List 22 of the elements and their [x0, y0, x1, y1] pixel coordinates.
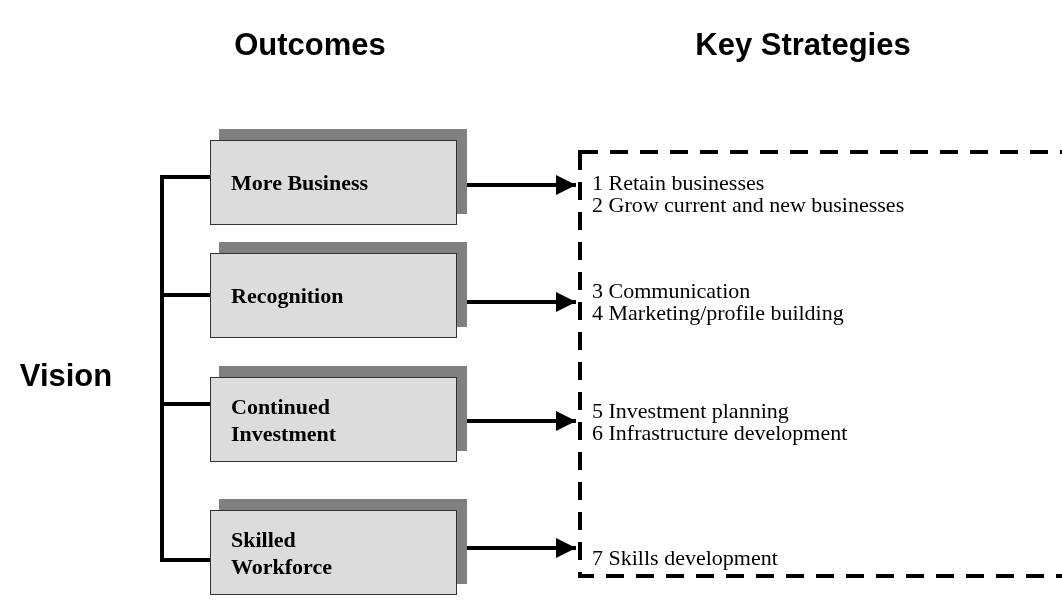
column-heading: Outcomes	[234, 27, 386, 63]
outcome-label: Continued Investment	[231, 392, 338, 447]
arrow	[467, 411, 576, 431]
strategy-item: 3 Communication	[592, 280, 752, 302]
strategy-item: 2 Grow current and new businesses	[592, 194, 905, 216]
outcome-box	[210, 253, 457, 338]
outcome-label: Skilled Workforce	[231, 525, 333, 580]
outcome-box	[210, 140, 457, 225]
outcome-box	[210, 510, 457, 595]
arrow	[467, 175, 576, 195]
strategy-item: 5 Investment planning	[592, 400, 790, 422]
vision-label: Vision	[19, 358, 113, 394]
strategy-item: 6 Infrastructure development	[592, 422, 848, 444]
outcome-label: Recognition	[231, 282, 345, 309]
outcome-box	[210, 377, 457, 462]
strategy-item: 1 Retain businesses	[592, 172, 766, 194]
strategy-item: 4 Marketing/profile building	[592, 302, 844, 324]
arrow	[467, 292, 576, 312]
column-heading: Key Strategies	[695, 27, 911, 63]
outcome-label: More Business	[231, 169, 370, 196]
arrow	[467, 538, 576, 558]
strategy-item: 7 Skills development	[592, 547, 778, 569]
